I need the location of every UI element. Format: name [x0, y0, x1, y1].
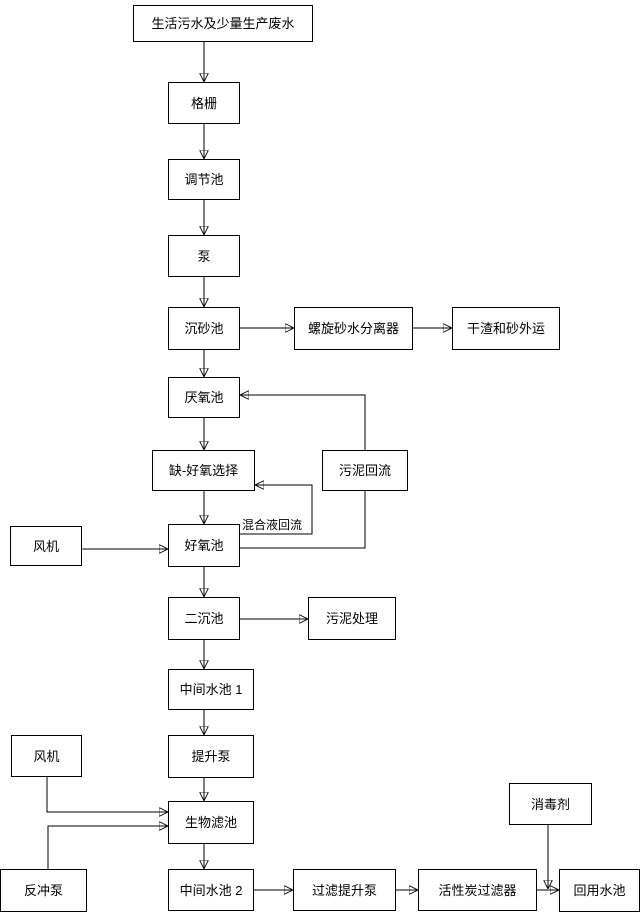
node-residue-disposal-label: 干渣和砂外运 — [466, 321, 545, 336]
edge-backwash-to-biofilter — [47, 826, 167, 869]
node-filter-lift-pump-label: 过滤提升泵 — [311, 882, 377, 898]
node-equalization-tank-label: 调节池 — [184, 172, 224, 187]
node-aerobic-tank: 好氧池 — [168, 524, 240, 567]
node-secondary-clarifier: 二沉池 — [168, 597, 240, 640]
node-activated-carbon-filter: 活性炭过滤器 — [418, 869, 537, 911]
node-sludge-return-label: 污泥回流 — [338, 463, 391, 478]
node-grit-chamber-label: 沉砂池 — [184, 321, 224, 336]
node-sludge-return: 污泥回流 — [322, 450, 408, 491]
node-anaerobic-tank: 厌氧池 — [168, 377, 240, 418]
node-blower-top: 风机 — [10, 526, 82, 566]
node-disinfectant-label: 消毒剂 — [530, 796, 570, 812]
node-residue-disposal: 干渣和砂外运 — [452, 307, 560, 350]
node-sludge-treatment: 污泥处理 — [308, 597, 396, 640]
node-intermediate-tank-1-label: 中间水池 1 — [179, 682, 243, 697]
node-disinfectant: 消毒剂 — [509, 783, 592, 825]
node-intermediate-tank-2-label: 中间水池 2 — [179, 882, 243, 898]
node-influent: 生活污水及少量生产废水 — [133, 5, 313, 42]
edge-aerobic-to-sludgereturn — [240, 491, 366, 549]
node-activated-carbon-filter-label: 活性炭过滤器 — [438, 882, 517, 898]
node-grit-chamber: 沉砂池 — [168, 307, 240, 350]
node-biofilter: 生物滤池 — [168, 801, 254, 844]
node-aerobic-tank-label: 好氧池 — [184, 538, 224, 553]
edge-sludgereturn-to-anaerobic — [241, 395, 366, 450]
node-anoxic-aerobic-selector-label: 缺-好氧选择 — [168, 463, 239, 478]
node-influent-label: 生活污水及少量生产废水 — [151, 16, 295, 31]
edge-label-mixed-liquor-return: 混合液回流 — [242, 518, 303, 532]
node-lift-pump: 提升泵 — [168, 735, 254, 778]
node-pump: 泵 — [168, 235, 240, 277]
node-bar-screen: 格栅 — [168, 82, 240, 124]
node-filter-lift-pump: 过滤提升泵 — [293, 869, 396, 911]
edge-mixed-liquor-return — [240, 485, 313, 535]
node-lift-pump-label: 提升泵 — [191, 749, 231, 764]
node-blower-bottom: 风机 — [11, 735, 82, 777]
node-blower-bottom-label: 风机 — [33, 748, 60, 764]
node-blower-top-label: 风机 — [32, 538, 59, 554]
node-reuse-tank: 回用水池 — [559, 869, 640, 912]
node-equalization-tank: 调节池 — [168, 159, 240, 200]
node-anaerobic-tank-label: 厌氧池 — [184, 390, 224, 405]
node-bar-screen-label: 格栅 — [190, 95, 217, 111]
node-spiral-separator-label: 螺旋砂水分离器 — [307, 321, 399, 336]
node-sludge-treatment-label: 污泥处理 — [325, 611, 378, 626]
node-intermediate-tank-2: 中间水池 2 — [168, 869, 254, 911]
node-backwash-pump: 反冲泵 — [0, 869, 87, 912]
edge-blowerbottom-to-biofilter — [46, 777, 167, 812]
node-reuse-tank-label: 回用水池 — [573, 883, 626, 898]
node-spiral-separator: 螺旋砂水分离器 — [294, 307, 413, 350]
node-backwash-pump-label: 反冲泵 — [23, 883, 63, 898]
node-secondary-clarifier-label: 二沉池 — [184, 611, 224, 626]
node-biofilter-label: 生物滤池 — [184, 815, 237, 830]
node-intermediate-tank-1: 中间水池 1 — [168, 669, 254, 710]
node-anoxic-aerobic-selector: 缺-好氧选择 — [152, 450, 255, 491]
node-pump-label: 泵 — [197, 248, 211, 264]
